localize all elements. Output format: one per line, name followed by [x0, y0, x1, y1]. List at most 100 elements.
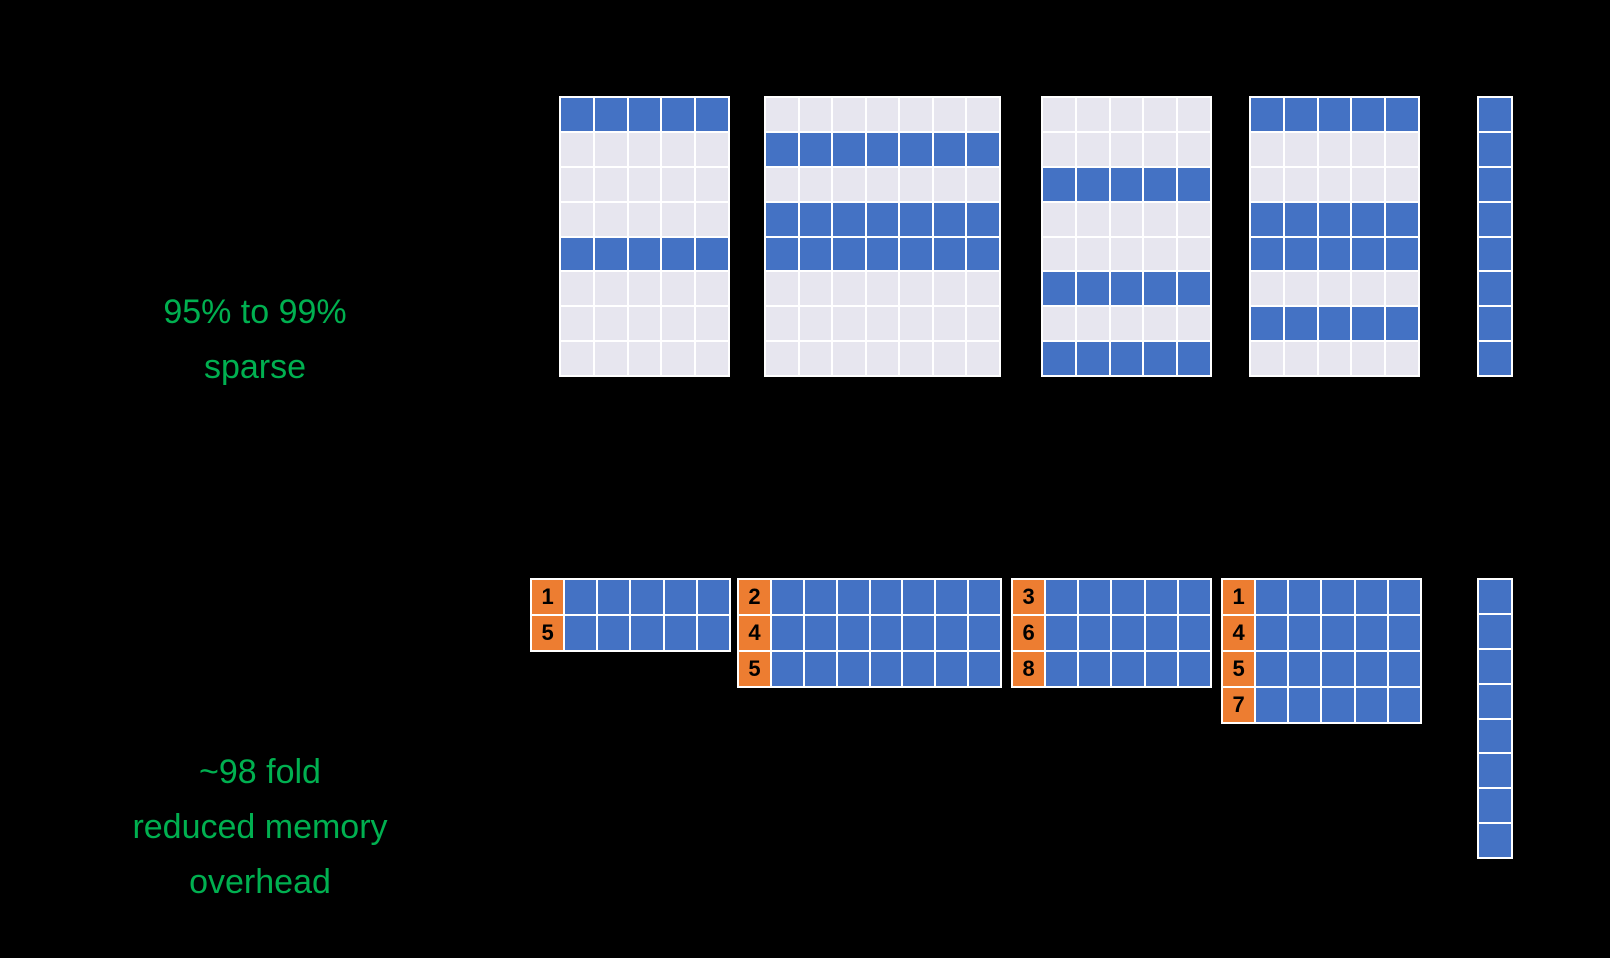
dense-value-cell [1289, 616, 1321, 650]
zero-cell [766, 167, 798, 201]
dense-value-cell [628, 237, 661, 271]
row-index-cell: 5 [532, 616, 564, 650]
dense-value-cell [594, 98, 627, 131]
zero-cell [967, 342, 999, 375]
zero-cell [1043, 202, 1075, 236]
zero-cell [900, 167, 932, 201]
dense-value-cell [1112, 652, 1144, 686]
zero-cell [1284, 342, 1317, 375]
dense-value-cell [1322, 580, 1354, 614]
dense-value-cell [1112, 616, 1144, 650]
zero-cell [1318, 132, 1351, 166]
zero-cell [1178, 132, 1210, 166]
dense-value-cell [1479, 754, 1511, 788]
dense-value-cell [697, 580, 729, 614]
dense-value-cell [771, 616, 803, 650]
dense-value-cell [1178, 167, 1210, 201]
zero-cell [696, 342, 728, 375]
dense-value-cell [1110, 272, 1143, 306]
zero-cell [1251, 272, 1283, 306]
dense-value-cell [628, 98, 661, 131]
dense-value-cell [1145, 652, 1177, 686]
zero-cell [1178, 98, 1210, 131]
dense-value-cell [1251, 98, 1283, 131]
zero-cell [561, 202, 593, 236]
dense-value-cell [1144, 342, 1177, 375]
zero-cell [1386, 272, 1418, 306]
dense-value-cell [933, 132, 966, 166]
zero-cell [628, 202, 661, 236]
zero-cell [967, 167, 999, 201]
zero-cell [866, 167, 899, 201]
dense-value-cell [1256, 652, 1288, 686]
zero-cell [1284, 132, 1317, 166]
zero-cell [594, 202, 627, 236]
dense-value-cell [870, 616, 902, 650]
zero-cell [766, 342, 798, 375]
dense-value-cell [631, 616, 663, 650]
row-index-cell: 6 [1013, 616, 1045, 650]
dense-value-cell [696, 98, 728, 131]
dense-value-cell [662, 237, 695, 271]
dense-value-cell [1178, 652, 1210, 686]
zero-cell [833, 342, 865, 375]
dense-vector-top [1477, 96, 1513, 377]
zero-cell [933, 272, 966, 306]
dense-value-cell [664, 616, 696, 650]
dense-value-cell [969, 616, 1000, 650]
dense-value-cell [1284, 202, 1317, 236]
zero-cell [1318, 342, 1351, 375]
dense-value-cell [1256, 580, 1288, 614]
zero-cell [594, 272, 627, 306]
zero-cell [561, 342, 593, 375]
zero-cell [933, 307, 966, 341]
dense-value-cell [1079, 580, 1111, 614]
zero-cell [967, 307, 999, 341]
zero-cell [1144, 307, 1177, 341]
dense-value-cell [1322, 616, 1354, 650]
dense-value-cell [936, 580, 968, 614]
zero-cell [1043, 307, 1075, 341]
dense-value-cell [936, 616, 968, 650]
dense-value-cell [1043, 272, 1075, 306]
dense-value-cell [1479, 342, 1511, 375]
zero-cell [799, 307, 832, 341]
zero-cell [766, 307, 798, 341]
zero-cell [696, 167, 728, 201]
dense-value-cell [1046, 652, 1078, 686]
zero-cell [594, 307, 627, 341]
zero-cell [1076, 132, 1109, 166]
dense-value-cell [804, 616, 836, 650]
dense-value-cell [799, 202, 832, 236]
zero-cell [1352, 132, 1385, 166]
dense-value-cell [1178, 616, 1210, 650]
zero-cell [561, 272, 593, 306]
zero-cell [799, 342, 832, 375]
zero-cell [933, 98, 966, 131]
zero-cell [1076, 307, 1109, 341]
dense-value-cell [1145, 580, 1177, 614]
dense-value-cell [766, 202, 798, 236]
zero-cell [1386, 342, 1418, 375]
zero-cell [1318, 272, 1351, 306]
dense-value-cell [866, 237, 899, 271]
dense-value-cell [799, 132, 832, 166]
zero-cell [1076, 202, 1109, 236]
dense-value-cell [900, 237, 932, 271]
dense-value-cell [1479, 719, 1511, 753]
zero-cell [1110, 98, 1143, 131]
row-index-cell: 1 [532, 580, 564, 614]
dense-value-cell [799, 237, 832, 271]
row-index-cell: 4 [1223, 616, 1255, 650]
row-index-cell: 7 [1223, 688, 1255, 722]
dense-value-cell [833, 237, 865, 271]
dense-value-cell [1251, 307, 1283, 341]
dense-value-cell [1386, 237, 1418, 271]
dense-value-cell [598, 616, 630, 650]
dense-value-cell [967, 237, 999, 271]
